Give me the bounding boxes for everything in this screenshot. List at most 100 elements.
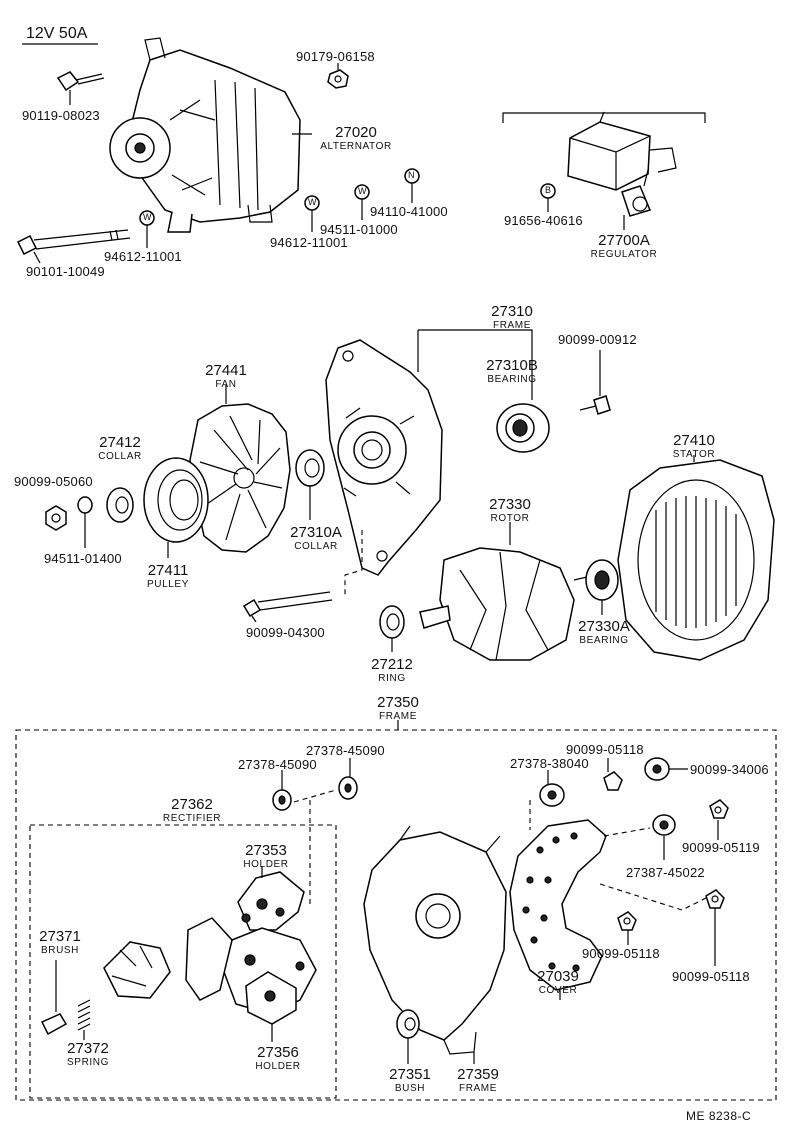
part-name: FAN (215, 379, 237, 390)
part-label-27310: 27310 FRAME (491, 303, 533, 331)
part-name: STATOR (672, 449, 716, 460)
part-label-94511-01400: 94511-01400 (44, 551, 122, 566)
part-label-27411: 27411 PULLEY (147, 562, 189, 590)
part-label-90099-05119: 90099-05119 (682, 840, 760, 855)
part-name: ALTERNATOR (320, 141, 392, 152)
part-number: 27372 (67, 1040, 109, 1057)
part-label-27350: 27350 FRAME (377, 694, 419, 722)
part-label-90099-00912: 90099-00912 (558, 332, 637, 347)
spring-27372-drawing (77, 999, 91, 1031)
part-label-90099-05060: 90099-05060 (14, 474, 93, 489)
part-label-90099-04300: 90099-04300 (246, 625, 325, 640)
stator-27410-drawing (617, 459, 775, 661)
part-name: PULLEY (147, 579, 189, 590)
part-number: 27310 (491, 303, 533, 320)
frame-27359-drawing (363, 825, 507, 1055)
cap-27387-45022-drawing (652, 814, 676, 836)
bearing-27330A-drawing (585, 559, 619, 601)
part-label-90179-06158: 90179-06158 (296, 49, 375, 64)
bolt-marker (540, 183, 556, 212)
ring-27212-drawing (379, 605, 405, 639)
nut-90099-05119-drawing (709, 799, 729, 819)
nut-marker-letter: N (408, 170, 415, 180)
part-label-90099-05118-a: 90099-05118 (566, 742, 644, 757)
part-label-27700A: 27700A REGULATOR (591, 232, 658, 260)
nut-90179-06158-drawing (327, 69, 349, 89)
part-number: 27330A (578, 618, 630, 635)
regulator-drawing (567, 111, 677, 217)
part-label-27359: 27359 FRAME (457, 1066, 499, 1094)
part-number: 27410 (673, 432, 715, 449)
cap-27378-38040-drawing (539, 783, 565, 807)
part-label-27387-45022: 27387-45022 (626, 865, 705, 880)
part-label-27310B: 27310B BEARING (486, 357, 538, 385)
pulley-27411-drawing (143, 457, 209, 543)
part-number: 27351 (389, 1066, 431, 1083)
part-name: SPRING (67, 1057, 109, 1068)
part-label-27330: 27330 ROTOR (489, 496, 531, 524)
part-number: 27020 (335, 124, 377, 141)
part-label-27410: 27410 STATOR (673, 432, 716, 460)
fan-27441-drawing (189, 403, 291, 553)
part-label-90099-05118-c: 90099-05118 (672, 969, 750, 984)
bolt-90099-04300-drawing (242, 591, 333, 618)
part-label-27330A: 27330A BEARING (578, 618, 630, 646)
part-label-94612-11001-b: 94612-11001 (270, 235, 348, 250)
part-label-94110-41000: 94110-41000 (370, 204, 448, 219)
nut-90099-05060-drawing (45, 505, 67, 531)
part-number: 27310B (486, 357, 538, 374)
part-label-27351: 27351 BUSH (389, 1066, 431, 1094)
washer-marker-a (139, 210, 155, 248)
diagram-code: ME 8238-C (686, 1109, 752, 1123)
part-name: BEARING (579, 635, 629, 646)
nut-90099-05118-a-drawing (603, 771, 623, 791)
washer-marker-b (304, 195, 320, 232)
part-name: HOLDER (255, 1061, 301, 1072)
part-label-27371: 27371 BRUSH (39, 928, 81, 956)
part-name: RECTIFIER (162, 813, 222, 824)
washer-marker-letter-a: W (143, 212, 152, 222)
part-name: RING (378, 673, 406, 684)
washer-marker-letter-c: W (358, 186, 367, 196)
part-label-27378-45090-a: 27378-45090 (238, 757, 317, 772)
diagram-title: 12V 50A (26, 25, 88, 42)
part-label-94511-01000: 94511-01000 (320, 222, 398, 237)
bush-27351-drawing (396, 1009, 420, 1039)
cover-27039-drawing (509, 819, 607, 991)
washer-94511-01400-drawing (77, 496, 93, 514)
part-number: 27441 (205, 362, 247, 379)
part-label-27378-45090-b: 27378-45090 (306, 743, 385, 758)
screw-90099-00912-drawing (579, 395, 611, 415)
part-name: FRAME (379, 711, 417, 722)
cap-90099-34006-drawing (644, 757, 670, 781)
part-name: FRAME (493, 320, 531, 331)
part-label-27020: 27020 ALTERNATOR (320, 124, 392, 152)
bolt-90101-10049-drawing (16, 229, 131, 256)
part-name: COLLAR (98, 451, 142, 462)
part-number: 27039 (537, 968, 579, 985)
part-number: 27353 (245, 842, 287, 859)
frame-27310-drawing (325, 339, 443, 576)
part-name: ROTOR (490, 513, 530, 524)
brush-27371-drawing (40, 1013, 68, 1036)
bearing-27310B-drawing (496, 403, 550, 453)
part-number: 27362 (171, 796, 213, 813)
part-label-27362: 27362 RECTIFIER (163, 796, 221, 824)
holder-27353-drawing (237, 871, 305, 931)
part-number: 27412 (99, 434, 141, 451)
collar-27412-drawing (106, 487, 134, 523)
part-name: FRAME (459, 1083, 497, 1094)
part-number: 27356 (257, 1044, 299, 1061)
part-name: HOLDER (243, 859, 289, 870)
part-number: 27700A (598, 232, 650, 249)
part-label-27441: 27441 FAN (205, 362, 247, 390)
bolt-marker-letter: B (545, 185, 552, 195)
nut-90099-05118-c-drawing (705, 889, 725, 909)
part-label-91656-40616: 91656-40616 (504, 213, 583, 228)
washer-marker-c (354, 184, 370, 220)
part-name: BEARING (487, 374, 537, 385)
part-label-90099-05118-b: 90099-05118 (582, 946, 660, 961)
washer-27378-45090-a-drawing (272, 789, 292, 811)
part-label-27353: 27353 HOLDER (243, 842, 288, 870)
part-label-27378-38040: 27378-38040 (510, 756, 589, 771)
